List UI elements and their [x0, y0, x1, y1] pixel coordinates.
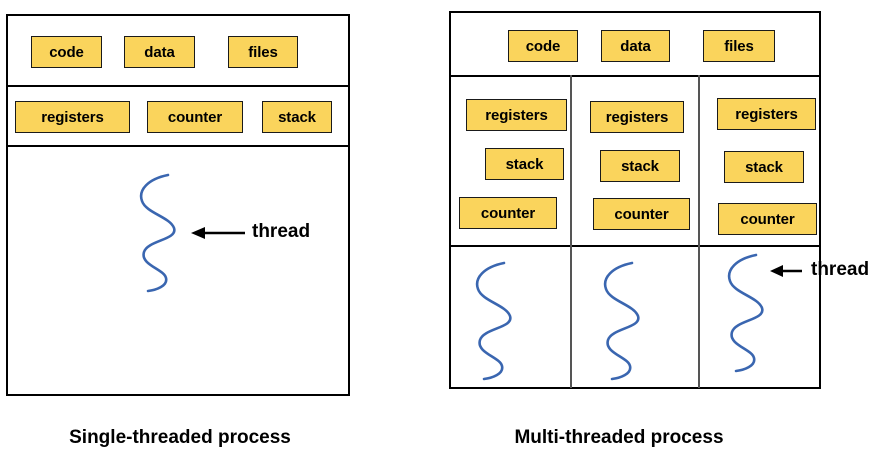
multi-process-thread-divider-2	[698, 75, 700, 388]
caption-single-threaded-process: Single-threaded process	[69, 427, 291, 448]
single-thread-box-registers: registers	[15, 101, 130, 133]
multi-thread3-box-counter: counter	[718, 203, 817, 235]
single-shared-box-code: code	[31, 36, 102, 68]
multi-thread2-box-counter: counter	[593, 198, 690, 230]
single-shared-box-files: files	[228, 36, 298, 68]
multi-thread1-box-stack: stack	[485, 148, 564, 180]
multi-process-thread-divider-1	[570, 75, 572, 388]
multi-thread3-box-stack: stack	[724, 151, 804, 183]
multi-shared-box-data: data	[601, 30, 670, 62]
thread-label-single: thread	[252, 221, 311, 242]
multi-shared-box-code: code	[508, 30, 578, 62]
single-process-divider-1	[6, 85, 350, 87]
multi-process-divider-1	[449, 75, 821, 77]
single-shared-box-data: data	[124, 36, 195, 68]
multi-thread3-box-registers: registers	[717, 98, 816, 130]
multi-thread1-box-counter: counter	[459, 197, 557, 229]
multi-process-divider-2	[449, 245, 821, 247]
multi-thread2-box-stack: stack	[600, 150, 680, 182]
thread-label-multi: thread	[811, 259, 870, 280]
single-thread-box-stack: stack	[262, 101, 332, 133]
single-process-divider-2	[6, 145, 350, 147]
multi-thread2-box-registers: registers	[590, 101, 684, 133]
caption-multi-threaded-process: Multi-threaded process	[514, 427, 724, 448]
single-thread-box-counter: counter	[147, 101, 243, 133]
single-threaded-process-frame	[6, 14, 350, 396]
multi-thread1-box-registers: registers	[466, 99, 567, 131]
multi-shared-box-files: files	[703, 30, 775, 62]
